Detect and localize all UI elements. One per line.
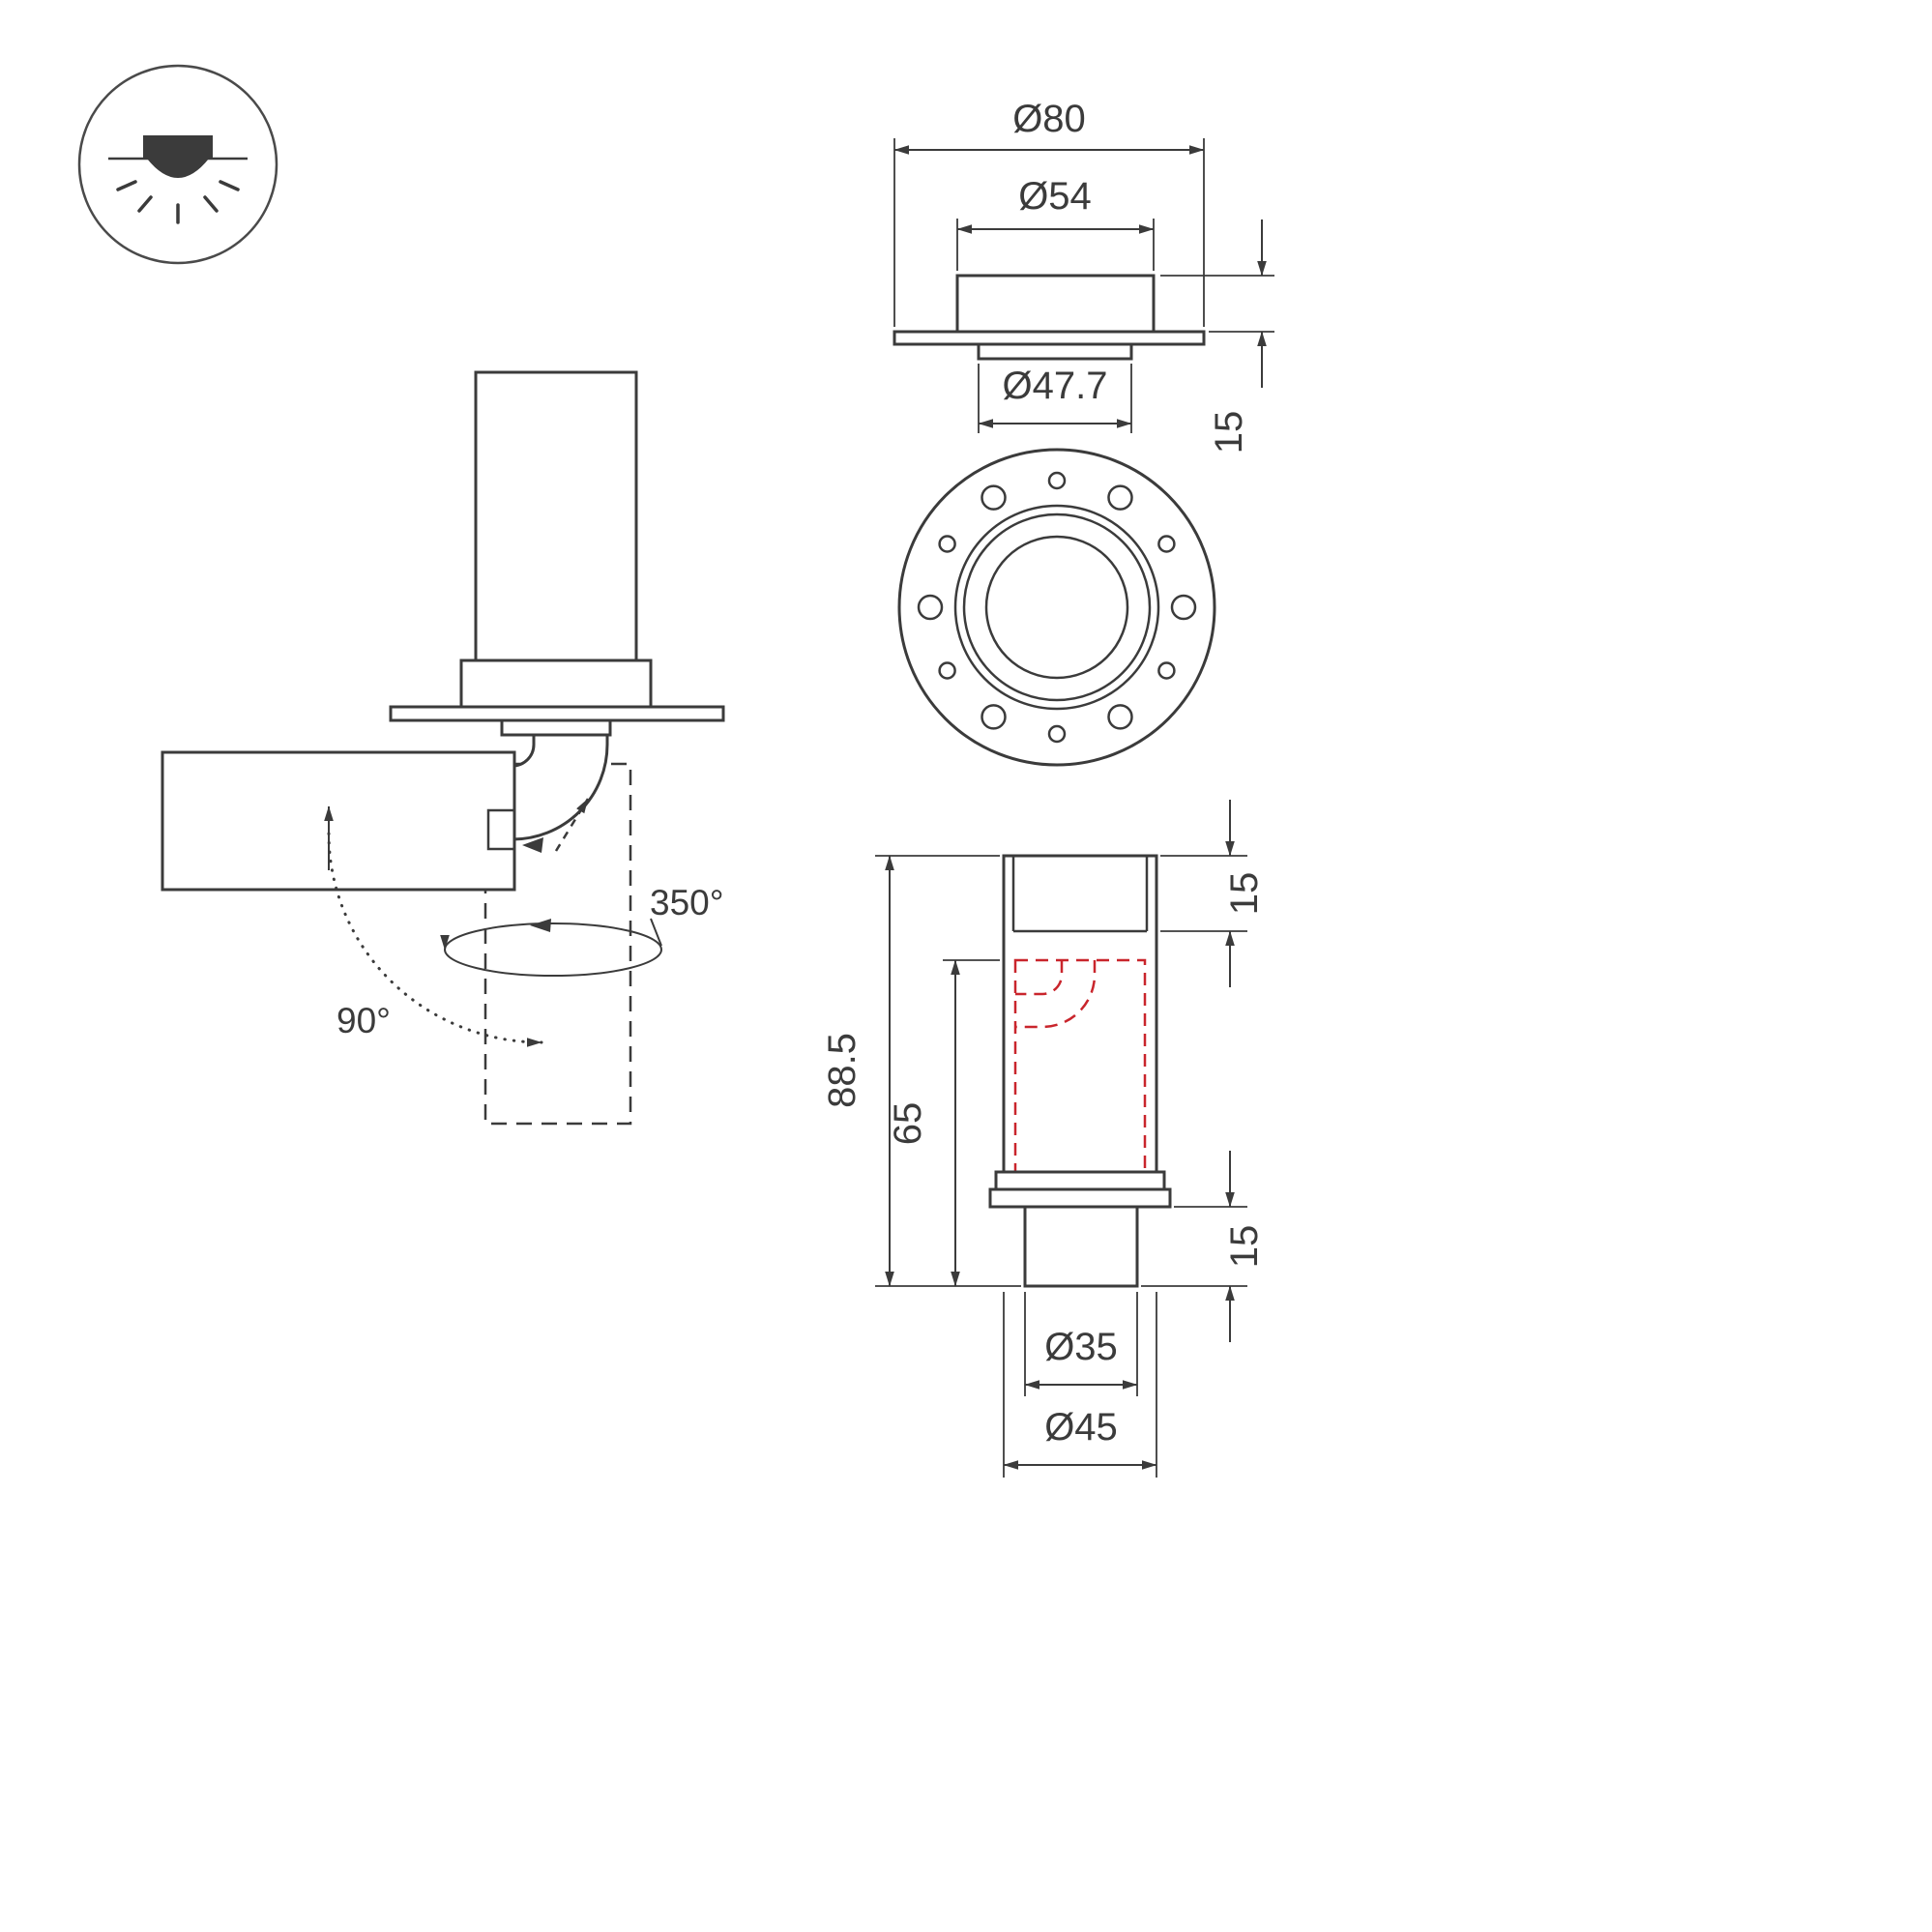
lamp-collar bbox=[459, 659, 653, 709]
flange-top-view bbox=[893, 330, 1206, 346]
rotation-view: 90° 350° bbox=[161, 370, 725, 1126]
lens-circle bbox=[984, 535, 1129, 680]
mounting-hole bbox=[1157, 535, 1176, 553]
light-rays-icon bbox=[116, 180, 240, 224]
barrel-circle-inner bbox=[962, 512, 1152, 702]
mounting-hole bbox=[981, 704, 1007, 730]
body-alternate-position-dashed bbox=[483, 762, 632, 1126]
elbow-socket bbox=[486, 808, 514, 851]
mount-type-icon bbox=[77, 64, 278, 265]
tilt-arc-90 bbox=[327, 832, 543, 1047]
mounting-hole bbox=[938, 661, 956, 680]
top-view: Ø80 Ø54 Ø47.7 15 bbox=[893, 98, 1274, 454]
swivel-ellipse-top bbox=[440, 922, 662, 951]
dim-label-dia80: Ø80 bbox=[1012, 98, 1086, 140]
front-view bbox=[897, 448, 1216, 767]
swivel-ellipse-bottom bbox=[444, 949, 662, 977]
swivel-arrowhead bbox=[530, 919, 551, 932]
tip-section bbox=[1023, 1205, 1139, 1288]
lamp-body-vertical bbox=[474, 370, 638, 662]
mounting-hole bbox=[1157, 661, 1176, 680]
mounting-hole bbox=[1107, 484, 1133, 511]
mounting-hole bbox=[1170, 594, 1197, 621]
mounting-hole bbox=[1047, 471, 1067, 490]
hidden-elbow-inner bbox=[1015, 960, 1064, 996]
collar-ring-2 bbox=[988, 1187, 1172, 1209]
icon-circle bbox=[77, 64, 278, 265]
lamp-body-horizontal bbox=[161, 750, 516, 892]
dim-label-inner-length: 65 bbox=[887, 1102, 929, 1146]
body-side-view bbox=[1002, 854, 1158, 1174]
tilt-angle-label: 90° bbox=[337, 1001, 391, 1040]
swivel-angle-label: 350° bbox=[650, 883, 724, 922]
elbow-joint bbox=[511, 733, 609, 841]
flange-lip bbox=[500, 718, 612, 737]
mounting-hole bbox=[1047, 724, 1067, 744]
hidden-elbow-outer bbox=[1015, 960, 1097, 1029]
mounting-hole bbox=[917, 594, 944, 621]
flange-lip-top-view bbox=[977, 342, 1133, 361]
flange-outer-circle bbox=[897, 448, 1216, 767]
length-view: 88.5 65 15 15 Ø35 Ø45 bbox=[821, 800, 1266, 1478]
swivel-arrowhead-2 bbox=[522, 837, 543, 853]
recessed-housing-icon bbox=[143, 135, 213, 159]
lamp-dome-icon bbox=[147, 159, 209, 178]
dim-label-cap-length: 15 bbox=[1223, 872, 1266, 916]
collar-ring-1 bbox=[994, 1170, 1166, 1191]
mounting-hole bbox=[981, 484, 1007, 511]
mounting-hole bbox=[938, 535, 956, 553]
swivel-leader-line bbox=[650, 918, 662, 947]
dim-label-dia45: Ø45 bbox=[1044, 1406, 1118, 1449]
body-top-section bbox=[955, 274, 1156, 334]
dim-label-total-length: 88.5 bbox=[821, 1033, 864, 1108]
dim-label-dia47: Ø47.7 bbox=[1003, 365, 1108, 407]
cap-section-lines bbox=[1011, 856, 1149, 933]
dim-label-flange-height: 15 bbox=[1208, 411, 1250, 454]
dim-label-tip-length: 15 bbox=[1223, 1225, 1266, 1269]
flange-plate bbox=[389, 705, 725, 722]
barrel-circle-outer bbox=[953, 504, 1160, 711]
dim-label-dia35: Ø35 bbox=[1044, 1326, 1118, 1368]
mounting-hole bbox=[1107, 704, 1133, 730]
mounting-holes bbox=[917, 471, 1197, 744]
dim-label-dia54: Ø54 bbox=[1018, 175, 1092, 218]
swivel-arrow-dashed bbox=[554, 798, 590, 852]
